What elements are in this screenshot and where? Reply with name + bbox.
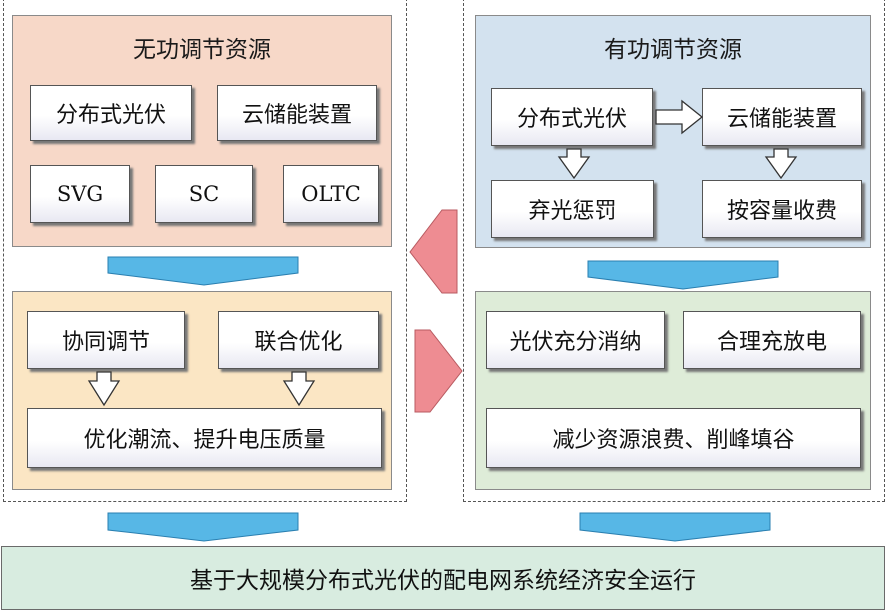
bottom-goal-text: 基于大规模分布式光伏的配电网系统经济安全运行	[190, 568, 696, 594]
pink-left-arrow	[409, 209, 458, 294]
active-resources-title: 有功调节资源	[604, 37, 742, 63]
sc-box: SC	[155, 165, 253, 223]
active-pv-box: 分布式光伏	[491, 88, 653, 146]
reactive-cloud-storage-box: 云储能装置	[217, 85, 377, 141]
svg-box: SVG	[30, 165, 130, 223]
oltc-box: OLTC	[283, 165, 379, 223]
optimize-flow-voltage-box: 优化潮流、提升电压质量	[27, 408, 382, 468]
curtailment-penalty-box: 弃光惩罚	[491, 180, 654, 238]
reduce-waste-peak-shaving-box: 减少资源浪费、削峰填谷	[486, 408, 861, 468]
pv-full-consumption-box: 光伏充分消纳	[486, 311, 665, 369]
joint-optimization-box: 联合优化	[218, 311, 379, 369]
pink-right-arrow	[414, 329, 463, 413]
reasonable-charge-discharge-box: 合理充放电	[683, 311, 861, 369]
reactive-pv-box: 分布式光伏	[30, 85, 192, 141]
bottom-goal-banner: 基于大规模分布式光伏的配电网系统经济安全运行	[1, 546, 885, 610]
capacity-charge-box: 按容量收费	[702, 180, 862, 238]
blue-down-arrow-left-bottom	[107, 512, 299, 542]
blue-down-arrow-right-bottom	[579, 512, 771, 542]
reactive-resources-title: 无功调节资源	[133, 37, 271, 63]
coordinated-regulation-box: 协同调节	[27, 311, 185, 369]
active-cloud-storage-box: 云储能装置	[702, 88, 862, 146]
left-group-outline	[3, 0, 407, 502]
right-group-outline	[463, 0, 885, 502]
